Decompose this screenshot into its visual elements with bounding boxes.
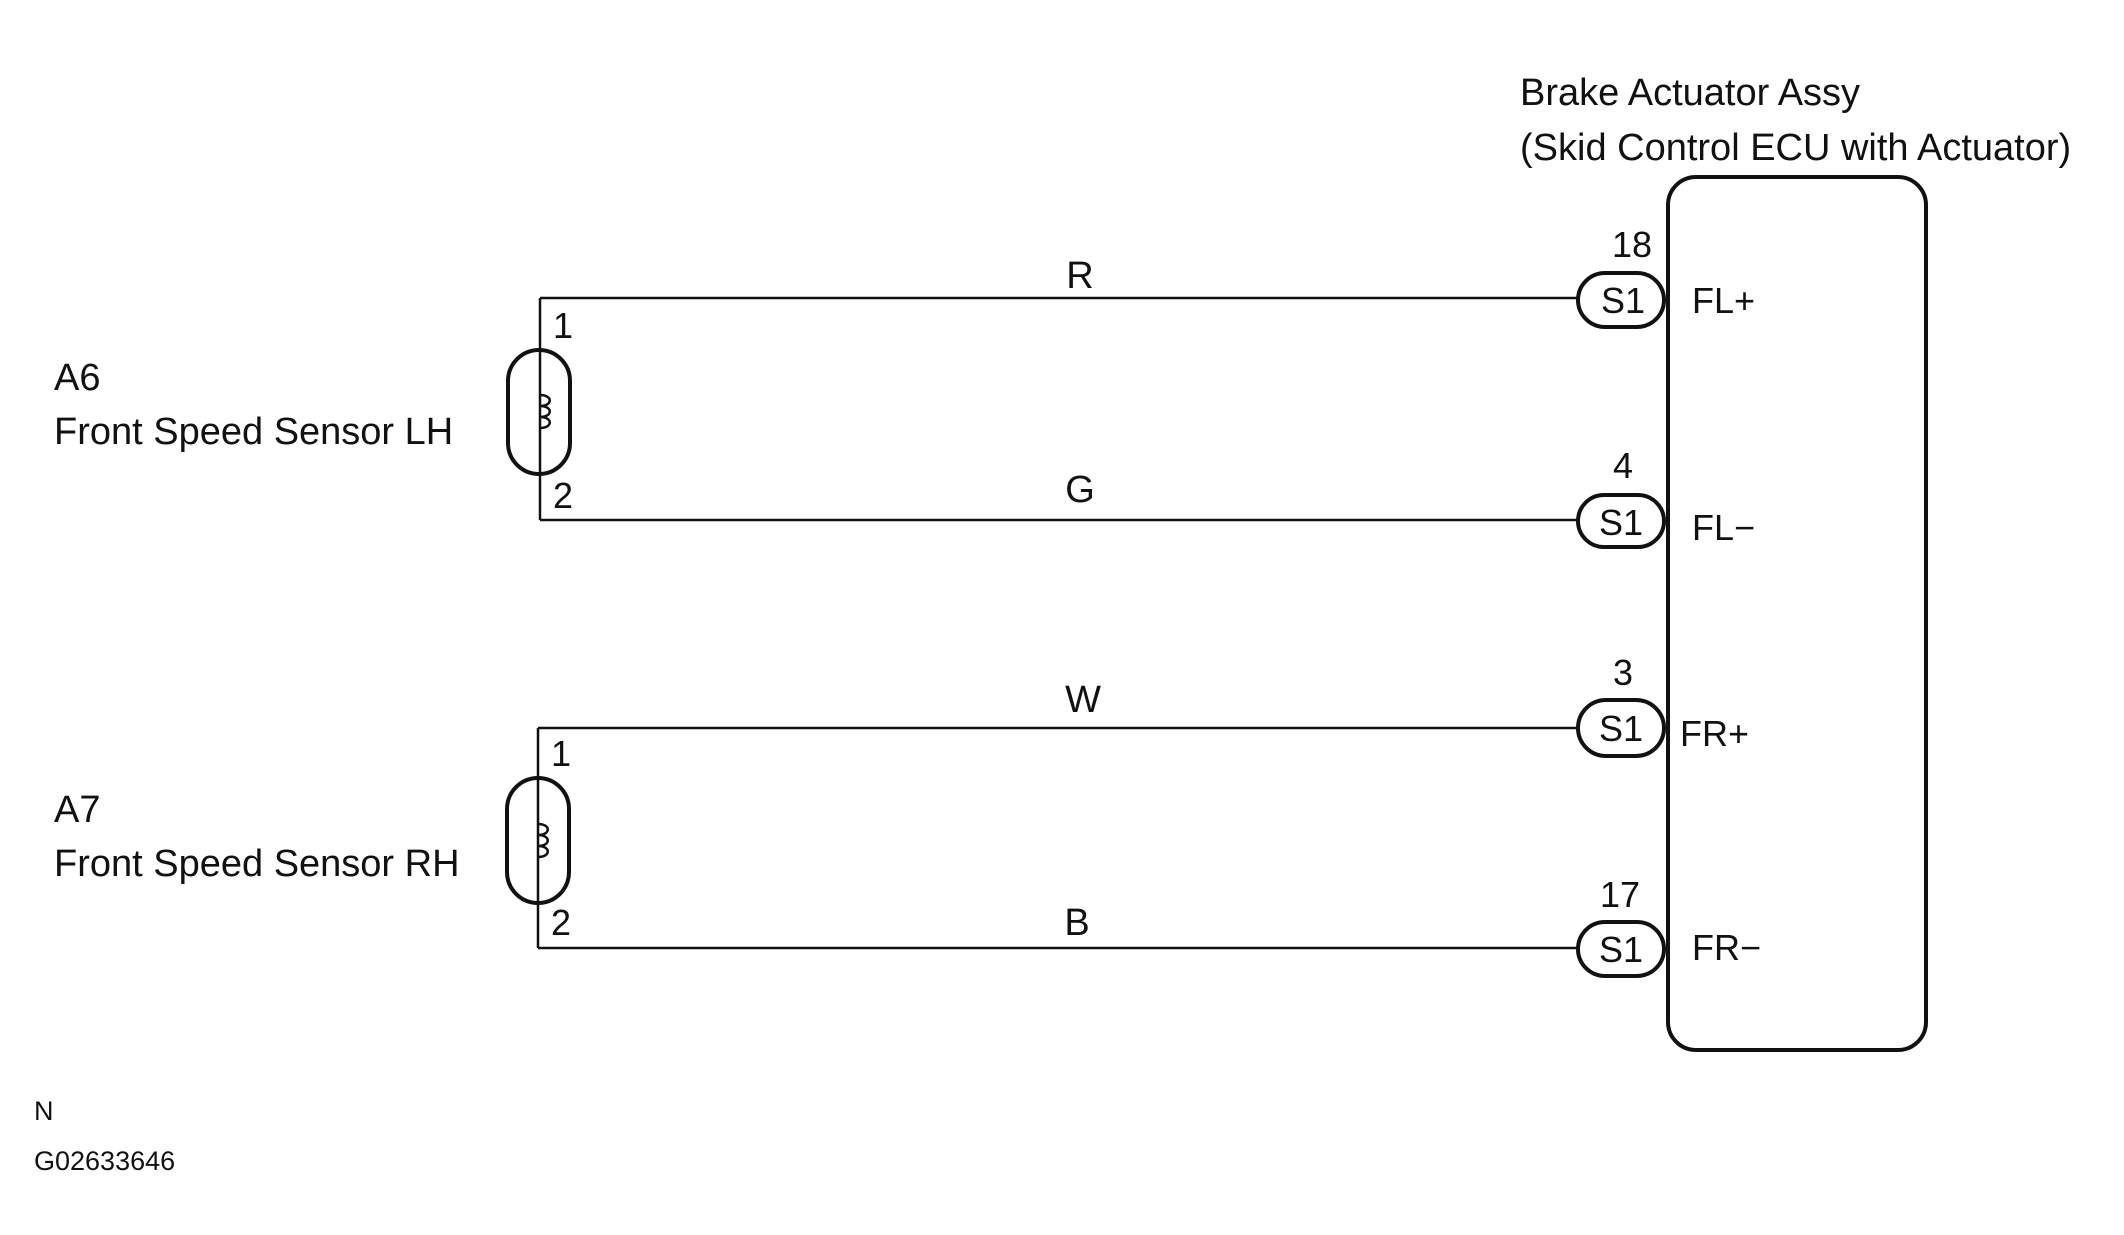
terminal-fl-plus-pin: 18 bbox=[1612, 224, 1652, 265]
ecu-block: Brake Actuator Assy (Skid Control ECU wi… bbox=[1520, 72, 2071, 1052]
sensor-a7-name: Front Speed Sensor RH bbox=[54, 843, 460, 885]
connector-s1-fl-plus-label: S1 bbox=[1601, 280, 1645, 321]
sensor-a6-coil-icon bbox=[539, 393, 551, 430]
sensor-a6-name: Front Speed Sensor LH bbox=[54, 411, 453, 453]
ecu-body bbox=[1666, 175, 1928, 1052]
terminal-fl-plus: 18 S1 FL+ bbox=[1576, 224, 1755, 329]
wire-w-color: W bbox=[1065, 679, 1101, 721]
connector-s1-fr-plus-label: S1 bbox=[1599, 708, 1643, 749]
sensor-a7: A7 Front Speed Sensor RH 1 2 bbox=[54, 728, 571, 948]
terminal-fr-plus-pin: 3 bbox=[1613, 652, 1633, 693]
connector-s1-fl-minus-label: S1 bbox=[1599, 502, 1643, 543]
sensor-a7-pin-top: 1 bbox=[551, 733, 571, 774]
terminal-fl-minus: 4 S1 FL− bbox=[1576, 445, 1755, 549]
terminal-fl-plus-name: FL+ bbox=[1692, 280, 1755, 321]
terminal-fl-minus-name: FL− bbox=[1692, 507, 1755, 548]
connector-s1-fr-minus bbox=[1576, 920, 1666, 978]
connector-s1-fl-minus bbox=[1576, 493, 1666, 549]
footer-mark: N bbox=[34, 1096, 54, 1126]
terminal-fr-plus-name: FR+ bbox=[1680, 713, 1749, 754]
connector-s1-fl-plus bbox=[1576, 271, 1666, 329]
sensor-a7-coil-icon bbox=[537, 822, 549, 859]
wire-g-color: G bbox=[1065, 469, 1095, 511]
sensor-a6-pin-bottom: 2 bbox=[553, 475, 573, 516]
sensor-a6-pin-top: 1 bbox=[553, 305, 573, 346]
ecu-title-line2: (Skid Control ECU with Actuator) bbox=[1520, 127, 2071, 169]
figure-id: G02633646 bbox=[34, 1146, 175, 1176]
sensor-a6-body bbox=[506, 348, 572, 476]
wire-r-color: R bbox=[1066, 255, 1093, 297]
terminal-fr-minus-name: FR− bbox=[1692, 927, 1761, 968]
connector-s1-fr-minus-label: S1 bbox=[1599, 929, 1643, 970]
sensor-a7-code: A7 bbox=[54, 789, 100, 831]
sensor-a7-body bbox=[505, 776, 571, 905]
ecu-title-line1: Brake Actuator Assy bbox=[1520, 72, 1860, 114]
wire-b-color: B bbox=[1064, 902, 1089, 944]
terminal-fr-minus-pin: 17 bbox=[1600, 874, 1640, 915]
sensor-a6-code: A6 bbox=[54, 357, 100, 399]
connector-s1-fr-plus bbox=[1576, 698, 1666, 758]
sensor-a7-pin-bottom: 2 bbox=[551, 902, 571, 943]
terminal-fl-minus-pin: 4 bbox=[1613, 445, 1633, 486]
terminal-fr-plus: 3 S1 FR+ bbox=[1576, 652, 1749, 758]
sensor-a6: A6 Front Speed Sensor LH 1 2 bbox=[54, 298, 573, 520]
terminal-fr-minus: 17 S1 FR− bbox=[1576, 874, 1761, 978]
